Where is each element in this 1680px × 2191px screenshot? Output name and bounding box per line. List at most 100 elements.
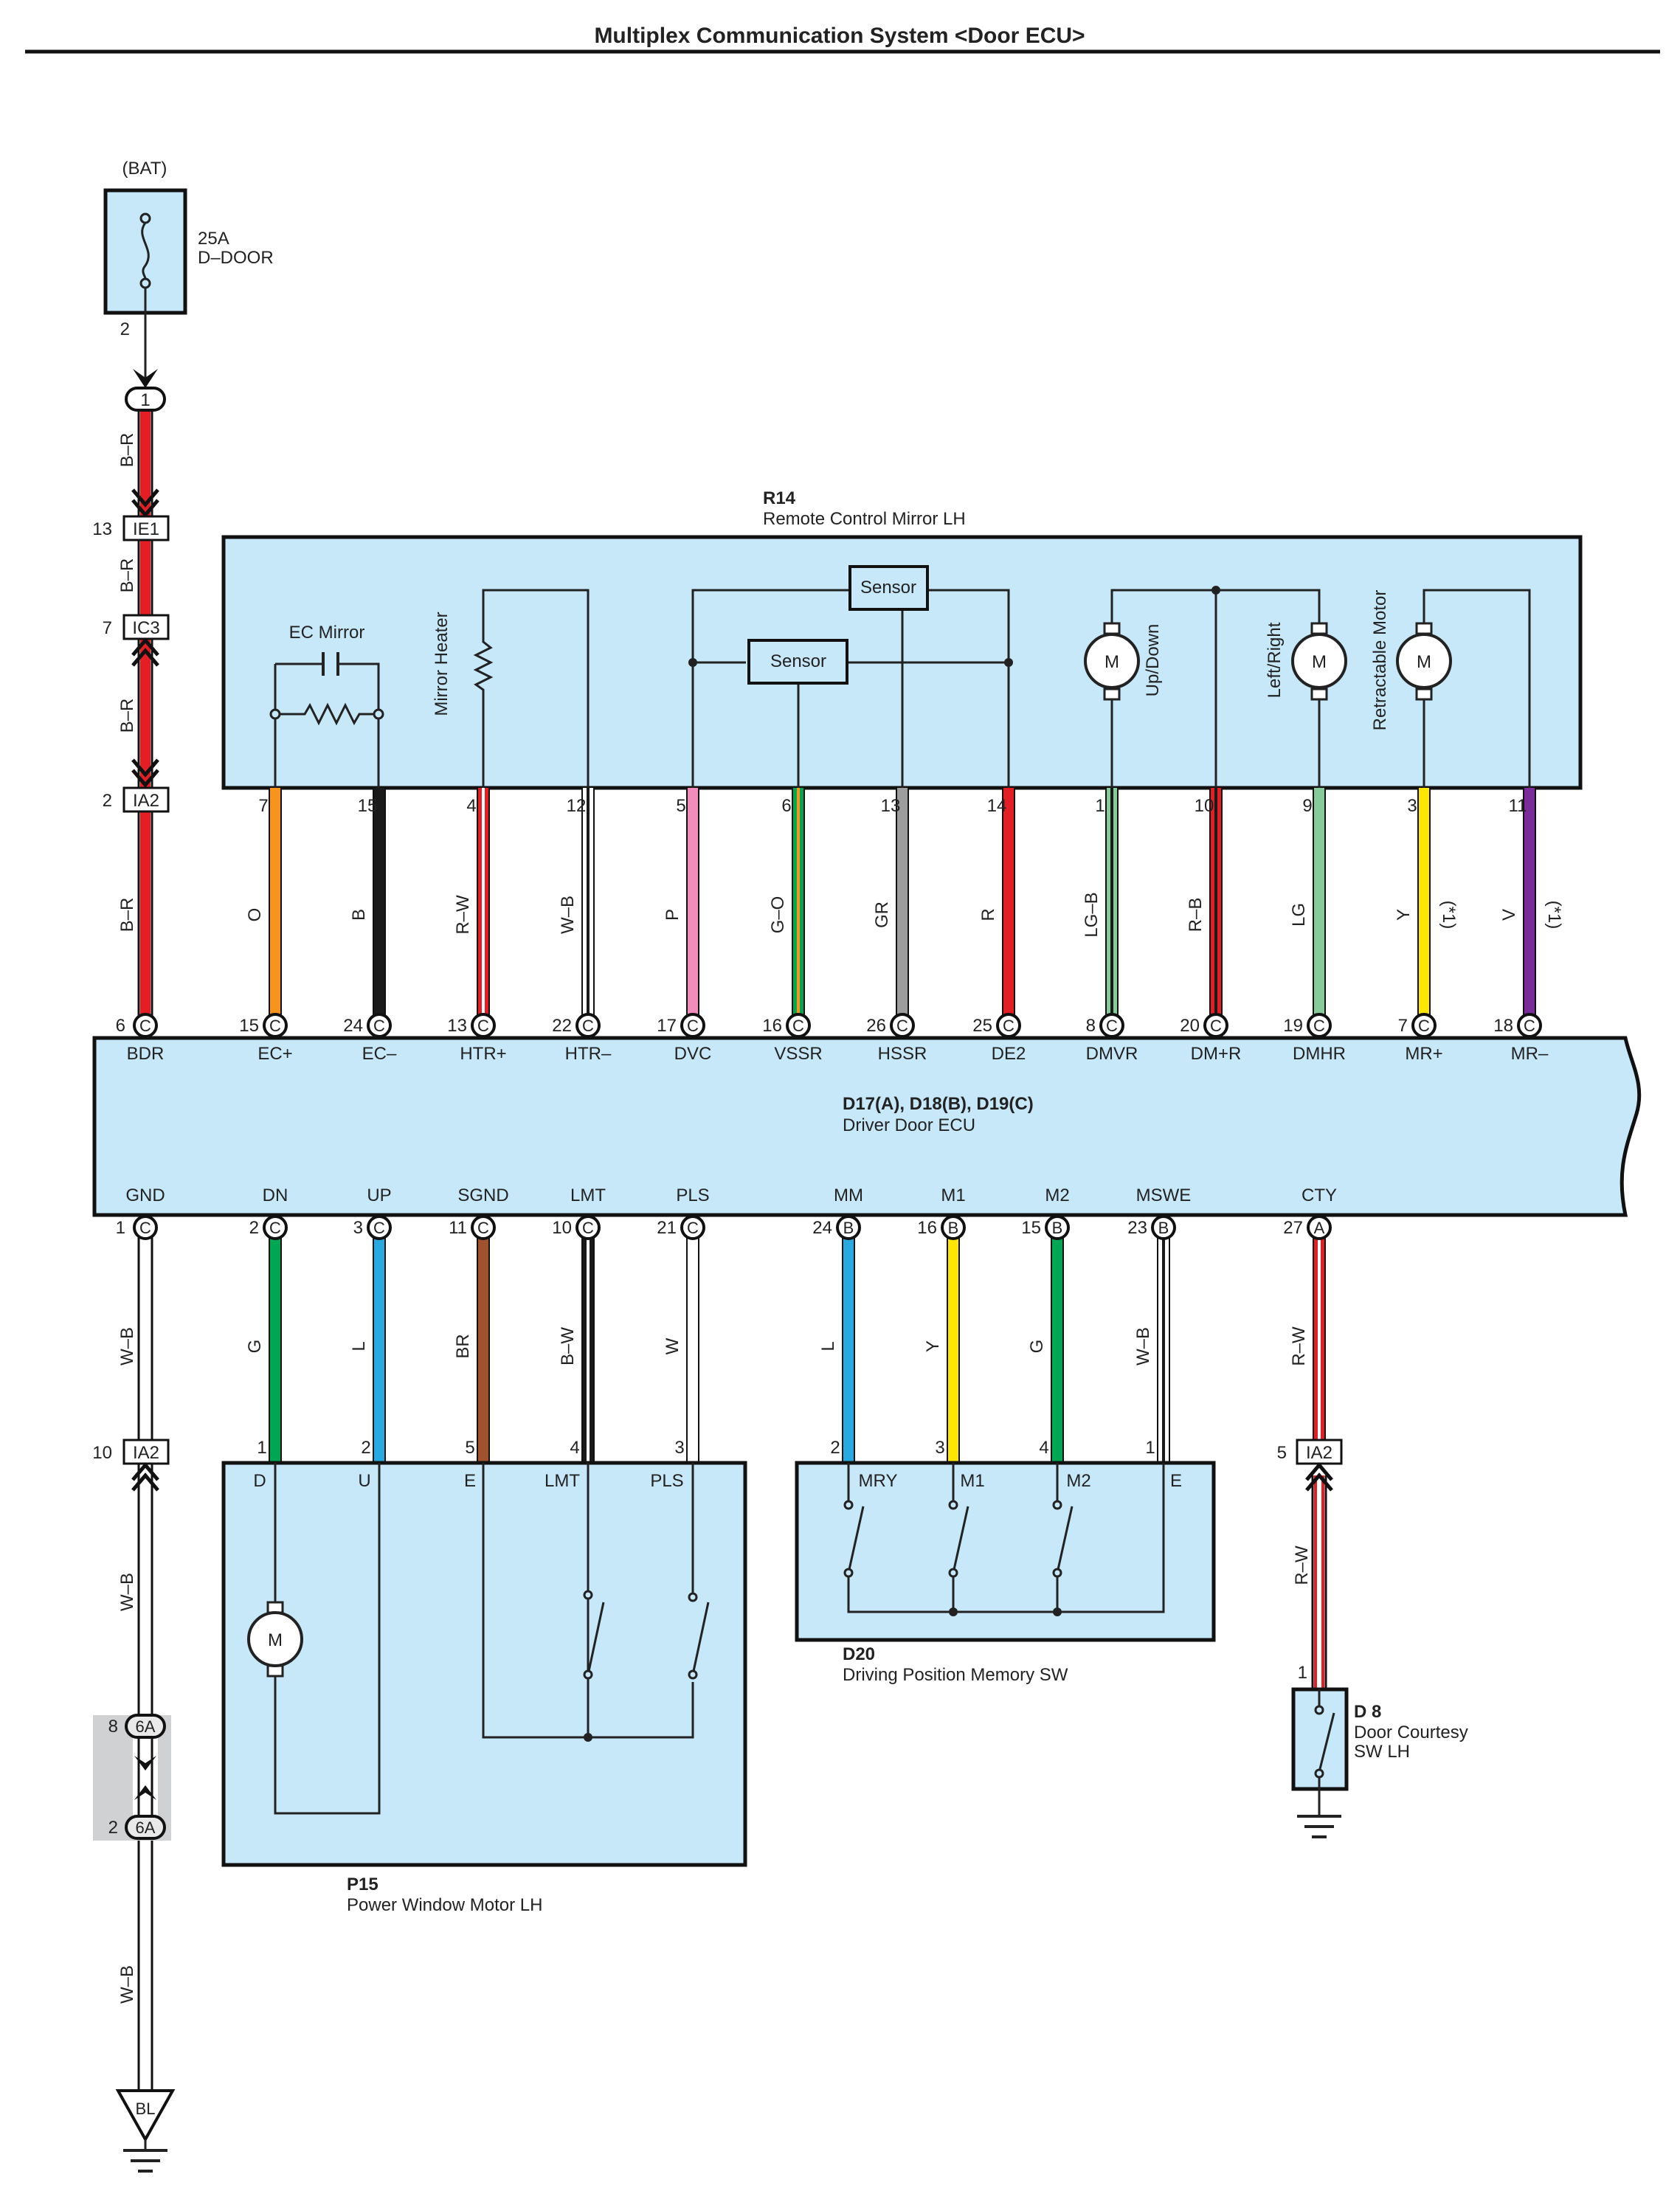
bottom-wire-3-ecu-label: SGND xyxy=(457,1186,508,1205)
top-wire-1 xyxy=(269,788,282,1025)
top-wire-4-ecu-label: HTR– xyxy=(565,1044,612,1064)
top-wire-10-ecu-connector-letter: C xyxy=(1210,1017,1222,1035)
bottom-wire-7-device-pin: 3 xyxy=(935,1438,944,1458)
bottom-wire-2-device-pin: 2 xyxy=(361,1438,370,1458)
window-motor-name: Power Window Motor LH xyxy=(347,1895,542,1915)
top-wire-10 xyxy=(1209,788,1223,1025)
bottom-wire-2-ecu-connector-letter: C xyxy=(373,1219,385,1237)
bottom-wire-9-ecu-label: MSWE xyxy=(1136,1186,1192,1205)
mirror-heater-label: Mirror Heater xyxy=(432,612,452,716)
top-wire-2 xyxy=(373,788,386,1025)
bottom-wire-6-device-pin: 2 xyxy=(830,1438,840,1458)
wm-pin-u: U xyxy=(358,1471,370,1491)
ia2-cty-connector xyxy=(1296,1439,1343,1465)
top-wire-3-ecu-connector-pin: 13 xyxy=(447,1016,467,1036)
j6a-top xyxy=(125,1714,166,1739)
bottom-wire-9-ecu-connector-pin: 23 xyxy=(1127,1218,1147,1238)
ms-pin-m2: M2 xyxy=(1066,1471,1090,1491)
top-wire-2-ecu-connector-pin: 24 xyxy=(343,1016,363,1036)
ia2-connector xyxy=(122,786,170,813)
j6a-bot-label: 6A xyxy=(136,1818,156,1837)
left-br-wire-overlay xyxy=(140,400,151,1025)
top-wires: 7OC15EC+15BC24EC–4R–WC13HTR+12W–BC22HTR–… xyxy=(239,788,1564,1064)
top-wire-12-ecu-connector-letter: C xyxy=(1418,1017,1430,1035)
wb-label-3: W–B xyxy=(117,1965,137,2004)
bottom-wire-3-fill xyxy=(478,1228,488,1463)
mirror-code: R14 xyxy=(763,488,796,508)
updown-label: Up/Down xyxy=(1143,624,1163,697)
sensor-upper-label: Sensor xyxy=(860,578,916,598)
top-wire-7-ecu-connector-circle xyxy=(890,1013,915,1038)
bottom-wire-2-ecu-label: UP xyxy=(367,1186,391,1205)
courtesy-pin: 1 xyxy=(1298,1663,1307,1683)
bdr-label: BDR xyxy=(127,1044,165,1064)
top-wire-7-ecu-connector-letter: C xyxy=(896,1017,908,1035)
top-wire-4-stripe xyxy=(587,788,590,1025)
top-wire-10-ecu-connector-circle xyxy=(1203,1013,1228,1038)
bottom-wire-3-ecu-connector-circle xyxy=(471,1215,496,1240)
bottom-wire-10-ecu-label: CTY xyxy=(1302,1186,1337,1205)
window-motor-code: P15 xyxy=(347,1875,378,1894)
top-wire-10-mirror-pin: 10 xyxy=(1195,796,1214,816)
gnd-pin: 1 xyxy=(116,1218,125,1238)
resistor-icon xyxy=(269,702,384,726)
wb-label-1: W–B xyxy=(117,1327,137,1366)
ia2-label: IA2 xyxy=(133,791,159,811)
ic3-label: IC3 xyxy=(132,618,159,638)
top-wire-8-ecu-label: DE2 xyxy=(992,1044,1026,1064)
bottom-wire-6-ecu-connector-pin: 24 xyxy=(812,1218,832,1238)
bottom-wire-8-fill xyxy=(1052,1228,1062,1463)
top-wire-13-ecu-label: MR– xyxy=(1511,1044,1549,1064)
top-wire-13-note: (*1) xyxy=(1544,901,1564,930)
bottom-wire-2 xyxy=(373,1228,386,1463)
top-wire-8-color-label: R xyxy=(978,908,998,921)
top-wire-7-ecu-label: HSSR xyxy=(878,1044,927,1064)
top-wire-8-ecu-connector-letter: C xyxy=(1003,1017,1014,1035)
bottom-wire-7-ecu-connector-letter: B xyxy=(948,1219,959,1237)
j6a-top-pin: 8 xyxy=(108,1717,118,1737)
br-label-4: B–R xyxy=(117,898,137,932)
wm-pin-d: D xyxy=(253,1471,266,1491)
top-wire-1-color-label: O xyxy=(245,908,265,922)
top-wire-3 xyxy=(477,788,490,1025)
top-wire-13-color-label: V xyxy=(1499,909,1519,921)
bdr-conn-letter: C xyxy=(139,1017,151,1035)
top-wire-4-ecu-connector-circle xyxy=(575,1013,601,1038)
ie1-connector xyxy=(122,515,170,541)
bottom-wire-1-color-label: G xyxy=(245,1340,265,1354)
ia2-lower-label: IA2 xyxy=(133,1443,159,1463)
top-wire-13-mirror-pin: 11 xyxy=(1509,796,1527,816)
bat-label: (BAT) xyxy=(122,159,167,179)
top-wire-9-ecu-connector-letter: C xyxy=(1106,1017,1118,1035)
bottom-wire-10-ecu-connector-circle xyxy=(1307,1215,1332,1240)
ecu-code: D17(A), D18(B), D19(C) xyxy=(843,1094,1034,1114)
top-wire-6-mirror-pin: 6 xyxy=(781,796,791,816)
mirror-name: Remote Control Mirror LH xyxy=(763,509,966,529)
bottom-wire-1-ecu-connector-pin: 2 xyxy=(249,1218,259,1238)
top-wire-3-mirror-pin: 4 xyxy=(466,796,476,816)
top-wire-6 xyxy=(792,788,805,1025)
bottom-wire-3-device-pin: 5 xyxy=(465,1438,474,1458)
bottom-wire-1-ecu-connector-circle xyxy=(263,1215,288,1240)
bottom-wire-1-ecu-label: DN xyxy=(263,1186,288,1205)
top-wire-1-ecu-label: EC+ xyxy=(257,1044,292,1064)
ia2-cty-label: IA2 xyxy=(1306,1443,1332,1463)
top-wire-10-color-label: R–B xyxy=(1186,898,1206,932)
svg-text:M: M xyxy=(268,1630,283,1650)
ecu-name: Driver Door ECU xyxy=(843,1115,975,1135)
top-wire-11 xyxy=(1313,788,1326,1025)
top-wire-5-color-label: P xyxy=(663,909,682,921)
top-wire-2-color-label: B xyxy=(349,909,369,921)
top-wire-7-color-label: GR xyxy=(872,901,892,928)
top-wire-10-stripe xyxy=(1214,788,1217,1025)
ec-mirror-label: EC Mirror xyxy=(289,623,365,643)
bottom-wire-8-ecu-connector-circle xyxy=(1045,1215,1070,1240)
top-wire-13-fill xyxy=(1524,788,1535,1025)
top-wire-2-fill xyxy=(374,788,384,1025)
top-wire-11-fill xyxy=(1314,788,1324,1025)
ia2-pin: 2 xyxy=(103,791,112,811)
fuse-rating: 25A xyxy=(198,229,229,249)
top-wire-3-ecu-label: HTR+ xyxy=(460,1044,506,1064)
top-wire-4-ecu-connector-letter: C xyxy=(582,1017,594,1035)
